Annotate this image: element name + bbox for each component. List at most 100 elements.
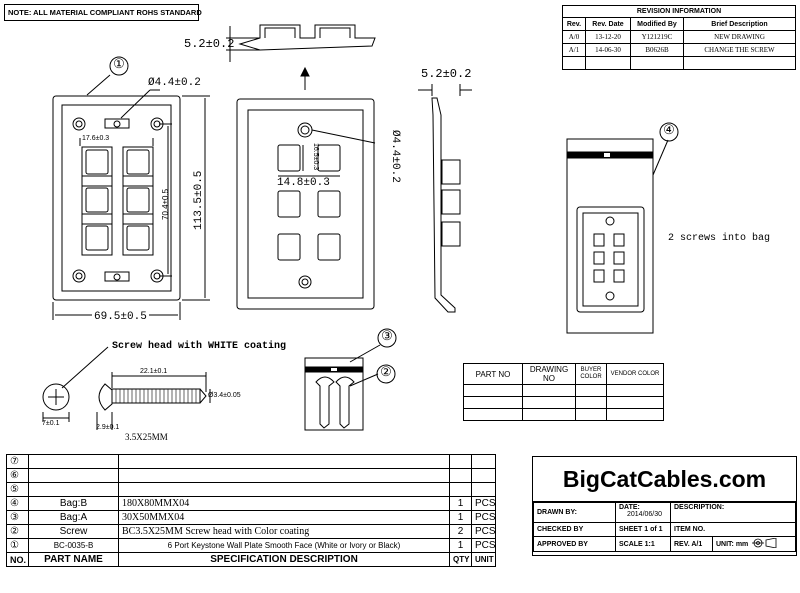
screw-length-dim: 22.1±0.1 [140, 368, 168, 375]
bom-unit: PCS [471, 496, 496, 511]
bom-name: BC-0035-B [28, 538, 119, 553]
bom-row: ⑦ [6, 454, 496, 469]
approved-by-label: APPROVED BY [533, 536, 616, 552]
bom-no: ⑥ [6, 468, 29, 483]
bom-name [28, 454, 119, 469]
item-no-label: ITEM NO. [670, 522, 796, 537]
bom-spec: BC3.5X25MM Screw head with Color coating [118, 524, 450, 539]
bom-no: ③ [6, 510, 29, 525]
date-value: 2014/06/30 [627, 511, 663, 518]
bom-spec: 30X50MMX04 [118, 510, 450, 525]
partno-header: VENDOR COLOR [606, 363, 664, 385]
partno-cell [522, 384, 576, 397]
port-height-dim: 16.5±0.3 [312, 143, 319, 171]
screw-coating-label: Screw head with WHITE coating [112, 341, 287, 352]
bom-spec [118, 454, 450, 469]
bom-qty [449, 454, 472, 469]
unit-cell: UNIT: mm [712, 536, 796, 552]
plate-height-dim: 113.5±0.5 [193, 170, 205, 230]
partno-cell [575, 408, 607, 421]
bom-qty: 1 [449, 538, 472, 553]
bom-header-row: NO. PART NAME SPECIFICATION DESCRIPTION … [6, 552, 496, 567]
bom-unit [471, 482, 496, 497]
bom-row: ⑤ [6, 482, 496, 497]
screw-size-label: 3.5X25MM [125, 432, 168, 442]
rohs-note: NOTE: ALL MATERIAL COMPLIANT ROHS STANDA… [4, 4, 202, 21]
bom-no: ④ [6, 496, 29, 511]
bom-name [28, 468, 119, 483]
title-block: BigCatCables.com DRAWN BY: DATE: 2014/06… [532, 456, 797, 556]
bom-unit: PCS [471, 538, 496, 553]
balloon-4: ④ [663, 122, 675, 137]
screw-dia-dim: Ø3.4±0.05 [208, 392, 241, 399]
partno-cell [575, 384, 607, 397]
bom-qty: 1 [449, 510, 472, 525]
bom-name: Bag:A [28, 510, 119, 525]
bom-qty: 2 [449, 524, 472, 539]
bom-header: SPECIFICATION DESCRIPTION [118, 552, 450, 567]
balloon-1: ① [113, 56, 125, 71]
bom-no: ⑤ [6, 482, 29, 497]
balloon-3: ③ [381, 328, 393, 343]
drawn-by-label: DRAWN BY: [533, 502, 616, 523]
bom-unit [471, 454, 496, 469]
partno-cell [606, 384, 664, 397]
sheet-label: SHEET 1 of 1 [615, 522, 671, 537]
partno-header: DRAWING NO [522, 363, 576, 385]
bom-qty [449, 468, 472, 483]
plate-outline [52, 95, 181, 301]
bom-header: NO. [6, 552, 29, 567]
brand-title: BigCatCables.com [533, 457, 796, 502]
bom-unit [471, 468, 496, 483]
hole-dia-dim: Ø4.4±0.2 [389, 130, 401, 183]
partno-table: PART NO DRAWING NO BUYER COLOR VENDOR CO… [463, 363, 664, 421]
unit-label: UNIT: mm [716, 540, 749, 548]
bom-spec: 180X80MMX04 [118, 496, 450, 511]
rev-cell [683, 56, 796, 70]
checked-by-label: CHECKED BY [533, 522, 616, 537]
date-cell: DATE: 2014/06/30 [615, 502, 671, 523]
head-dia-dim: 7±0.1 [42, 420, 60, 427]
bom-spec: 6 Port Keystone Wall Plate Smooth Face (… [118, 538, 450, 553]
head-height-dim: 2.9±0.1 [96, 424, 120, 431]
port-width-dim: 17.6±0.3 [82, 135, 110, 142]
scale-label: SCALE 1:1 [615, 536, 671, 552]
date-label: DATE: [619, 504, 640, 511]
bom-name: Bag:B [28, 496, 119, 511]
revision-table: REVISION INFORMATION Rev. Rev. Date Modi… [562, 5, 796, 70]
screw-head-view [42, 383, 70, 411]
partno-cell [522, 396, 576, 409]
rev-label: REV. A/1 [670, 536, 713, 552]
top-thickness-dim: 5.2±0.2 [184, 37, 235, 51]
description-label: DESCRIPTION: [670, 502, 796, 523]
bag-a-outline [304, 357, 364, 431]
revision-title: REVISION INFORMATION [562, 5, 796, 17]
bom-no: ⑦ [6, 454, 29, 469]
bom-spec [118, 468, 450, 483]
bom-unit: PCS [471, 510, 496, 525]
bom-qty [449, 482, 472, 497]
partno-cell [463, 384, 523, 397]
partno-cell [606, 396, 664, 409]
plate-width-dim: 69.5±0.5 [92, 311, 149, 323]
bag-b-outline [566, 138, 654, 334]
bom-header: QTY [449, 552, 472, 567]
partno-cell [522, 408, 576, 421]
bom-unit: PCS [471, 524, 496, 539]
bom-qty: 1 [449, 496, 472, 511]
bom-no: ② [6, 524, 29, 539]
partno-header: PART NO [463, 363, 523, 385]
partno-cell [463, 408, 523, 421]
bom-name: Screw [28, 524, 119, 539]
projection-symbol-icon [752, 537, 778, 550]
bom-name [28, 482, 119, 497]
hole-dia-dim: Ø4.4±0.2 [148, 77, 201, 89]
bag-note: 2 screws into bag [668, 233, 771, 244]
side-thickness-dim: 5.2±0.2 [421, 67, 472, 81]
balloon-2: ② [380, 364, 392, 379]
